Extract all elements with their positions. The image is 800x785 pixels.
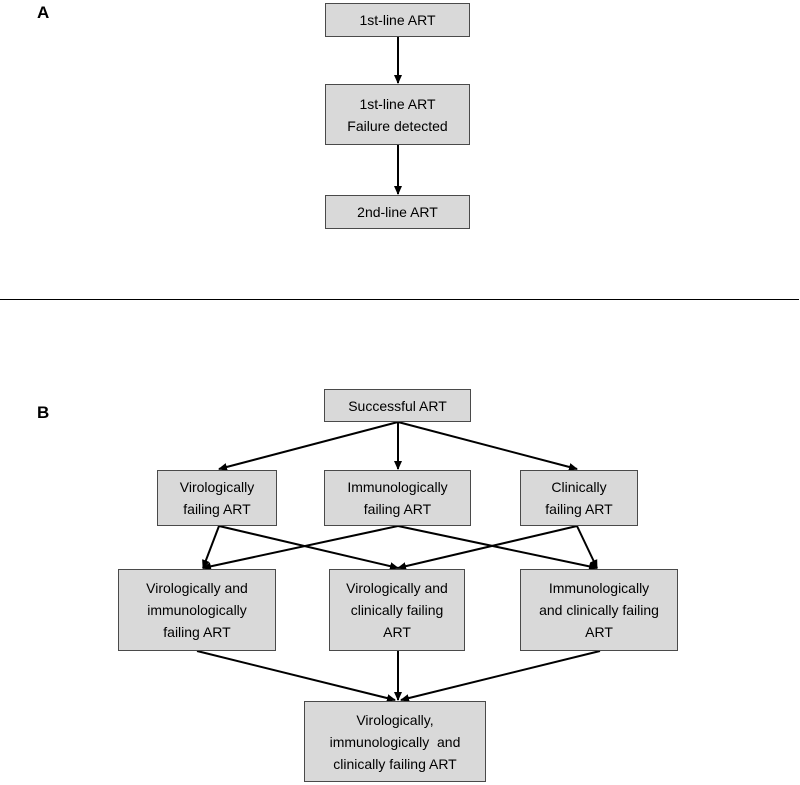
box-all-failing-text-1: Virologically, [356, 711, 434, 728]
box-clinically-failing-text-2: failing ART [545, 501, 613, 517]
box-virologically-failing: Virologically failing ART [157, 470, 277, 526]
arrow-immuno-to-viro-immuno [202, 525, 399, 571]
box-virologically-failing-text-2: failing ART [183, 501, 251, 517]
box-viro-immuno-failing-text-1: Virologically and [146, 580, 248, 596]
box-successful-art-text: Successful ART [348, 397, 447, 414]
box-viro-clinic-failing: Virologically and clinically failing ART [329, 569, 465, 651]
arrow-immuno-clinic-to-all [400, 650, 601, 702]
box-failure-detected-text-2: Failure detected [347, 117, 448, 134]
box-virologically-failing-text-1: Virologically [179, 479, 255, 495]
box-failure-detected: 1st-line ART Failure detected [325, 84, 470, 145]
arrow-successful-to-viro [218, 421, 399, 471]
arrow-clinic-to-immuno-clinic [576, 525, 598, 569]
arrow-immuno-to-immuno-clinic [397, 525, 598, 571]
panel-label-a: A [37, 3, 50, 22]
box-immunologically-failing-text-2: failing ART [363, 501, 432, 517]
box-immuno-clinic-failing-text-2: and clinically failing [539, 602, 659, 618]
panel-label-b: B [37, 403, 50, 422]
box-all-failing-text-2: immunologically and [329, 733, 461, 750]
box-immuno-clinic-failing-text-3: ART [585, 624, 613, 640]
box-clinically-failing: Clinically failing ART [520, 470, 638, 526]
box-viro-immuno-failing-text-2: immunologically [147, 602, 247, 618]
box-viro-immuno-failing: Virologically and immunologically failin… [118, 569, 276, 651]
box-viro-clinic-failing-text-1: Virologically and [346, 580, 448, 596]
box-immunologically-failing-text-1: Immunologically [347, 479, 448, 495]
box-failure-detected-text-1: 1st-line ART [359, 95, 436, 112]
box-viro-clinic-failing-text-3: ART [383, 624, 411, 640]
arrow-viro-to-viro-immuno [202, 525, 220, 569]
box-successful-art: Successful ART [324, 389, 471, 422]
arrow-clinic-to-viro-clinic [397, 525, 578, 571]
box-second-line-art: 2nd-line ART [325, 195, 470, 229]
box-second-line-art-text: 2nd-line ART [357, 204, 438, 220]
box-all-failing-text-3: clinically failing ART [333, 755, 457, 772]
box-viro-immuno-failing-text-3: failing ART [163, 624, 231, 640]
box-viro-clinic-failing-text-2: clinically failing [350, 602, 444, 618]
box-first-line-art-text: 1st-line ART [359, 12, 436, 28]
arrow-viro-to-viro-clinic [218, 525, 399, 571]
box-first-line-art: 1st-line ART [325, 3, 470, 37]
arrow-viro-immuno-to-all [196, 650, 396, 702]
box-immuno-clinic-failing: Immunologically and clinically failing A… [520, 569, 678, 651]
box-clinically-failing-text-1: Clinically [551, 479, 607, 495]
box-immunologically-failing: Immunologically failing ART [324, 470, 471, 526]
box-immuno-clinic-failing-text-1: Immunologically [548, 580, 650, 596]
section-divider [0, 299, 799, 300]
arrow-successful-to-clinic [397, 421, 578, 471]
box-all-failing: Virologically, immunologically and clini… [304, 701, 486, 782]
